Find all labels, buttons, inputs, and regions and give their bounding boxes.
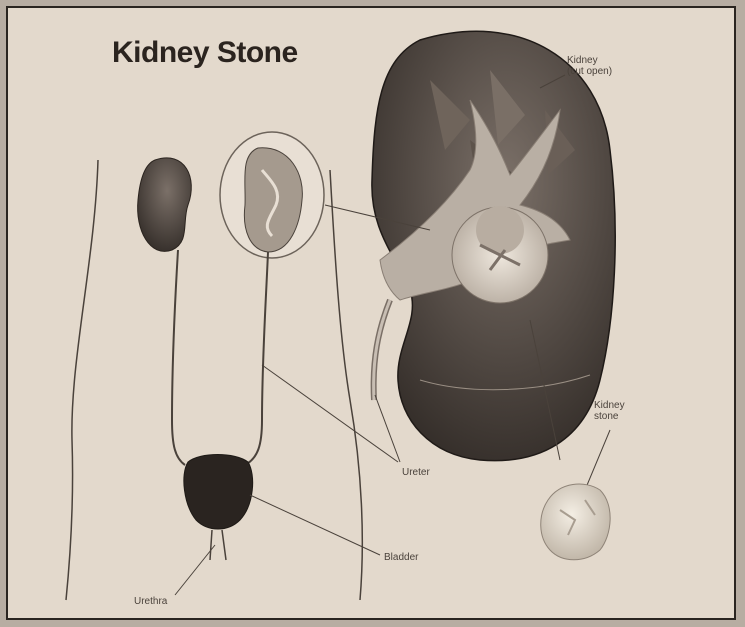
bladder-label-line bbox=[250, 495, 380, 555]
label-kidney-stone-line2: stone bbox=[594, 411, 625, 422]
ureter-label-line-2 bbox=[375, 395, 400, 462]
left-kidney bbox=[138, 158, 192, 251]
diagram-title: Kidney Stone bbox=[112, 36, 298, 70]
label-urethra: Urethra bbox=[134, 596, 167, 607]
label-kidney-cut-open: Kidney (cut open) bbox=[567, 55, 612, 77]
urethra bbox=[210, 530, 226, 560]
label-kidney-stone-line1: Kidney bbox=[594, 400, 625, 411]
body-outline-left bbox=[66, 160, 98, 600]
ureter-label-line-1 bbox=[262, 365, 398, 462]
body-outline-right bbox=[330, 170, 362, 600]
stone-label-line bbox=[585, 430, 610, 490]
left-ureter bbox=[172, 250, 185, 465]
kidney-stone bbox=[541, 484, 610, 560]
label-kidney-cut-open-line1: Kidney bbox=[567, 55, 612, 66]
bladder bbox=[184, 455, 253, 530]
label-ureter: Ureter bbox=[402, 467, 430, 478]
right-ureter bbox=[245, 252, 268, 465]
label-bladder: Bladder bbox=[384, 552, 418, 563]
urethra-label-line bbox=[175, 545, 215, 595]
label-kidney-stone: Kidney stone bbox=[594, 400, 625, 422]
label-kidney-cut-open-line2: (cut open) bbox=[567, 66, 612, 77]
